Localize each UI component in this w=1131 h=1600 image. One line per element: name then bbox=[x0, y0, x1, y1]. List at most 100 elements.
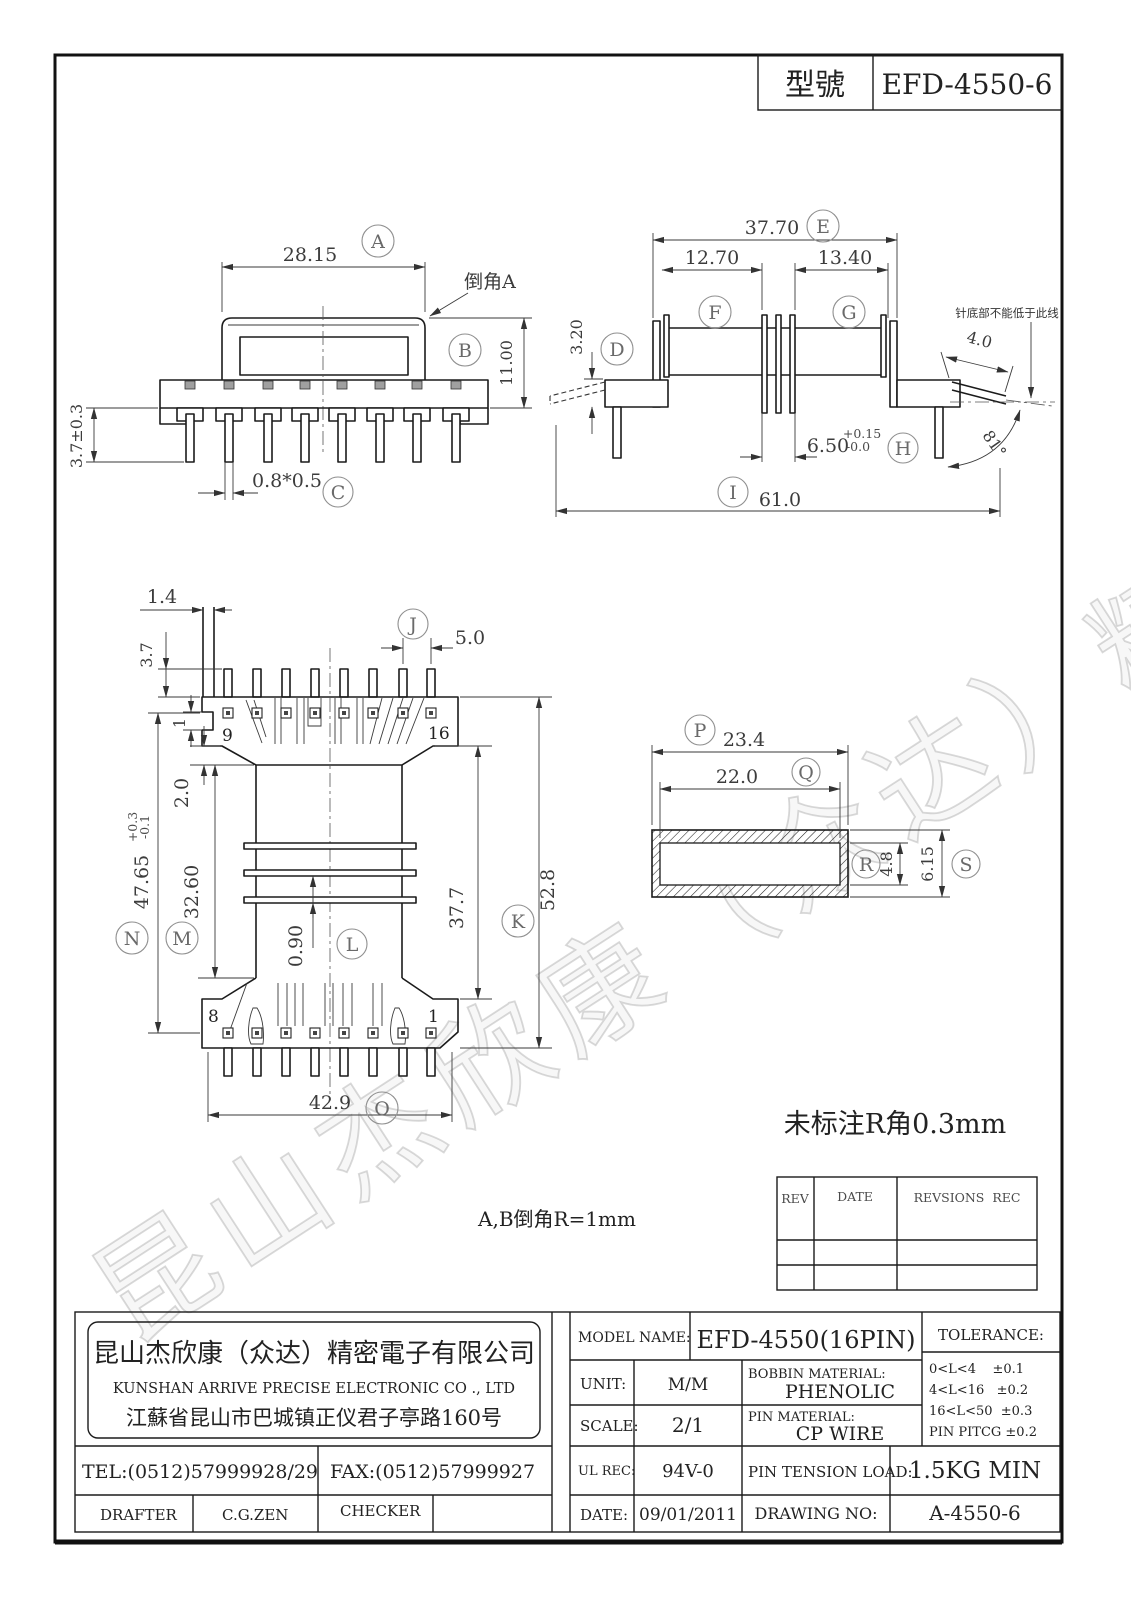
plan-dim-step: 2.0 bbox=[171, 778, 193, 808]
scale-value: 2/1 bbox=[672, 1413, 704, 1437]
balloon-p-label: P bbox=[694, 720, 707, 742]
note-radius: 未标注R角0.3mm bbox=[784, 1109, 1006, 1140]
plan-top-pads bbox=[222, 707, 437, 719]
unit-label: UNIT: bbox=[580, 1375, 626, 1393]
plan-dim-barrier: 0.90 bbox=[285, 925, 307, 967]
balloon-a bbox=[361, 224, 395, 258]
drawing-no-value: A-4550-6 bbox=[928, 1501, 1021, 1525]
pin-material-label: PIN MATERIAL: bbox=[748, 1410, 855, 1425]
pin-tension-label: PIN TENSION LOAD: bbox=[748, 1463, 913, 1481]
balloon-q bbox=[791, 757, 821, 787]
plan-view: 9 16 8 1 1.4 3.7 1 bbox=[115, 586, 559, 1125]
balloon-g-label: G bbox=[841, 302, 856, 324]
side-note: 针底部不能低于此线 bbox=[955, 306, 1059, 320]
balloon-d-label: D bbox=[609, 339, 624, 361]
plan-dim-window: 32.60 bbox=[181, 865, 203, 919]
checker-label: CHECKER bbox=[340, 1502, 421, 1520]
watermark-text: 昆山杰欣康（众达）精密电子有限公司 bbox=[70, 31, 1131, 1369]
ul-rec-value: 94V-0 bbox=[662, 1461, 714, 1482]
balloon-i-label: I bbox=[729, 482, 737, 504]
plan-dim-pin-span-tol-up: +0.3 bbox=[125, 812, 140, 842]
balloon-h bbox=[887, 432, 919, 464]
plan-dim-pitch: 5.0 bbox=[455, 627, 485, 649]
balloon-a-label: A bbox=[370, 231, 385, 253]
balloon-n bbox=[115, 921, 149, 955]
plan-bottom-flange-details bbox=[229, 982, 406, 1045]
date-value: 09/01/2011 bbox=[639, 1505, 737, 1525]
model-name-value: EFD-4550(16PIN) bbox=[697, 1326, 916, 1354]
balloon-r bbox=[851, 849, 881, 879]
balloon-i bbox=[717, 476, 749, 508]
plan-bottom-pins bbox=[223, 1047, 436, 1077]
model-label: 型號 bbox=[785, 68, 845, 103]
company-tel: TEL:(0512)57999928/29 bbox=[82, 1461, 318, 1483]
balloon-j bbox=[397, 608, 429, 640]
balloon-g bbox=[832, 295, 866, 329]
side-dim-h-tol-up: +0.15 bbox=[843, 426, 881, 441]
balloon-c-label: C bbox=[331, 482, 346, 504]
balloon-b-label: B bbox=[458, 340, 472, 362]
balloon-e bbox=[806, 209, 840, 243]
balloon-b bbox=[448, 333, 482, 367]
balloon-s bbox=[951, 849, 981, 879]
balloon-k-label: K bbox=[511, 911, 526, 933]
plan-dim-overall: 52.8 bbox=[537, 869, 559, 911]
model-name-label: MODEL NAME: bbox=[578, 1330, 691, 1346]
pin-material-value: CP WIRE bbox=[796, 1423, 885, 1445]
company-fax: FAX:(0512)57999927 bbox=[330, 1461, 535, 1483]
plan-dim-width: 42.9 bbox=[309, 1092, 351, 1114]
section-dim-inner-h: 4.8 bbox=[877, 851, 896, 876]
company-name-cn: 昆山杰欣康（众达）精密電子有限公司 bbox=[93, 1339, 535, 1369]
tolerance-row-2: 4<L<16 ±0.2 bbox=[929, 1383, 1028, 1398]
rev-col-rev: REV bbox=[781, 1191, 810, 1206]
model-box: 型號 EFD-4550-6 bbox=[757, 54, 1063, 111]
company-name-en: KUNSHAN ARRIVE PRECISE ELECTRONIC CO ., … bbox=[113, 1381, 515, 1397]
bobbin-label: BOBBIN MATERIAL: bbox=[748, 1367, 886, 1382]
balloon-c bbox=[322, 476, 354, 508]
tolerance-row-3: 16<L<50 ±0.3 bbox=[929, 1404, 1032, 1419]
balloon-q-label: Q bbox=[798, 762, 814, 784]
section-dim-outer-w: 23.4 bbox=[723, 729, 765, 751]
plan-pin9-label: 9 bbox=[222, 726, 233, 746]
plan-bottom-pads bbox=[222, 1027, 437, 1039]
section-view: 23.4 P 22.0 Q 4.8 R 6.15 S bbox=[651, 714, 981, 898]
side-view: 37.70 E 12.70 F 13.40 G 3.20 D 6.50 +0.1… bbox=[549, 209, 1059, 517]
front-dim-pin-len: 3.7±0.3 bbox=[67, 404, 86, 468]
company-address: 江蘇省昆山市巴城镇正仪君子亭路160号 bbox=[126, 1406, 502, 1430]
date-label: DATE: bbox=[580, 1506, 628, 1524]
ul-rec-label: UL REC: bbox=[578, 1464, 635, 1479]
front-view: 28.15 A 倒角A 11.00 B 0.8*0.5 C 3.7±0.3 bbox=[67, 224, 532, 508]
balloon-p bbox=[684, 714, 716, 746]
note-chamfer: A,B倒角R=1mm bbox=[477, 1207, 636, 1231]
side-dim-i: 61.0 bbox=[759, 489, 801, 511]
tolerance-row-1: 0<L<4 ±0.1 bbox=[929, 1362, 1024, 1377]
revision-table: REV DATE REVSIONS REC bbox=[776, 1176, 1038, 1291]
drafter-label: DRAFTER bbox=[100, 1506, 178, 1524]
plan-dim-pin-span-tol-dn: -0.1 bbox=[137, 815, 152, 839]
plan-dim-flange: 37.7 bbox=[446, 887, 468, 929]
front-dim-height: 11.00 bbox=[497, 340, 516, 386]
balloon-h-label: H bbox=[895, 438, 912, 460]
side-dim-pin-tip: 4.0 bbox=[965, 327, 995, 352]
side-dim-total: 37.70 bbox=[745, 217, 799, 239]
balloon-f-label: F bbox=[708, 302, 721, 324]
drawing-no-label: DRAWING NO: bbox=[755, 1504, 878, 1523]
balloon-r-label: R bbox=[859, 854, 874, 876]
plan-top-flange-details bbox=[245, 697, 425, 745]
plan-pin8-label: 8 bbox=[208, 1007, 219, 1027]
balloon-e-label: E bbox=[816, 216, 830, 238]
pin-tension-value: 1.5KG MIN bbox=[909, 1458, 1041, 1484]
rev-col-revisions: REVSIONS REC bbox=[914, 1190, 1021, 1205]
plan-pin16-label: 16 bbox=[428, 724, 450, 744]
side-dim-h-tol-dn: -0.0 bbox=[846, 439, 870, 454]
plan-pin1-label: 1 bbox=[428, 1007, 439, 1027]
plan-dim-notch: 1 bbox=[170, 718, 189, 728]
side-dim-angle: 81° bbox=[979, 427, 1011, 461]
section-dim-outer-h: 6.15 bbox=[918, 846, 937, 882]
balloon-n-label: N bbox=[124, 928, 141, 950]
side-dim-f: 12.70 bbox=[685, 247, 739, 269]
side-dim-g: 13.40 bbox=[818, 247, 872, 269]
bobbin-value: PHENOLIC bbox=[785, 1381, 895, 1403]
